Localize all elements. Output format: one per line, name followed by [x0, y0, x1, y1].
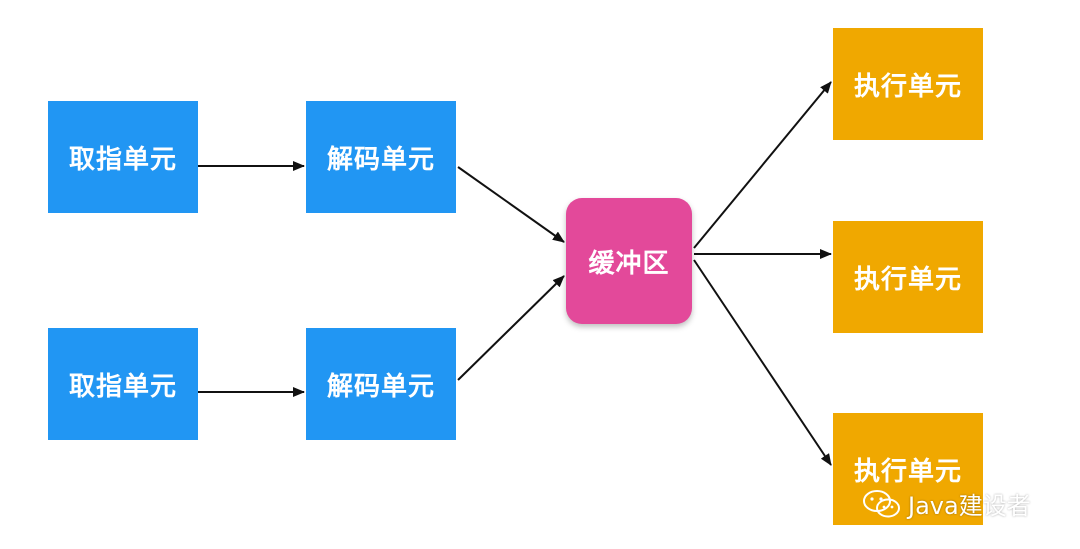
fetch-unit-2: 取指单元 [48, 328, 198, 440]
decode-unit-2: 解码单元 [306, 328, 456, 440]
decode-unit-2-label: 解码单元 [326, 371, 435, 402]
exec-unit-2: 执行单元 [833, 221, 983, 333]
exec-unit-3: 执行单元 [833, 413, 983, 525]
exec-unit-1: 执行单元 [833, 28, 983, 140]
decode-unit-1-label: 解码单元 [326, 144, 435, 175]
watermark-text: Java建设者 [908, 492, 1031, 520]
buffer-label: 缓冲区 [588, 248, 670, 279]
watermark: Java建设者 [862, 486, 1031, 521]
decode-unit-1: 解码单元 [306, 101, 456, 213]
fetch-unit-1: 取指单元 [48, 101, 198, 213]
edge-decode2-buffer [457, 275, 565, 381]
exec-unit-1-label: 执行单元 [853, 71, 962, 102]
fetch-unit-2-label: 取指单元 [68, 371, 177, 402]
buffer-node: 缓冲区 [566, 198, 692, 324]
fetch-unit-1-label: 取指单元 [68, 144, 177, 175]
wechat-icon [863, 489, 900, 517]
exec-unit-2-label: 执行单元 [853, 264, 962, 295]
edge-buffer-exec1 [693, 81, 832, 249]
edge-buffer-exec3 [693, 259, 832, 466]
edge-decode1-buffer [457, 166, 565, 243]
exec-unit-3-label: 执行单元 [853, 456, 962, 487]
